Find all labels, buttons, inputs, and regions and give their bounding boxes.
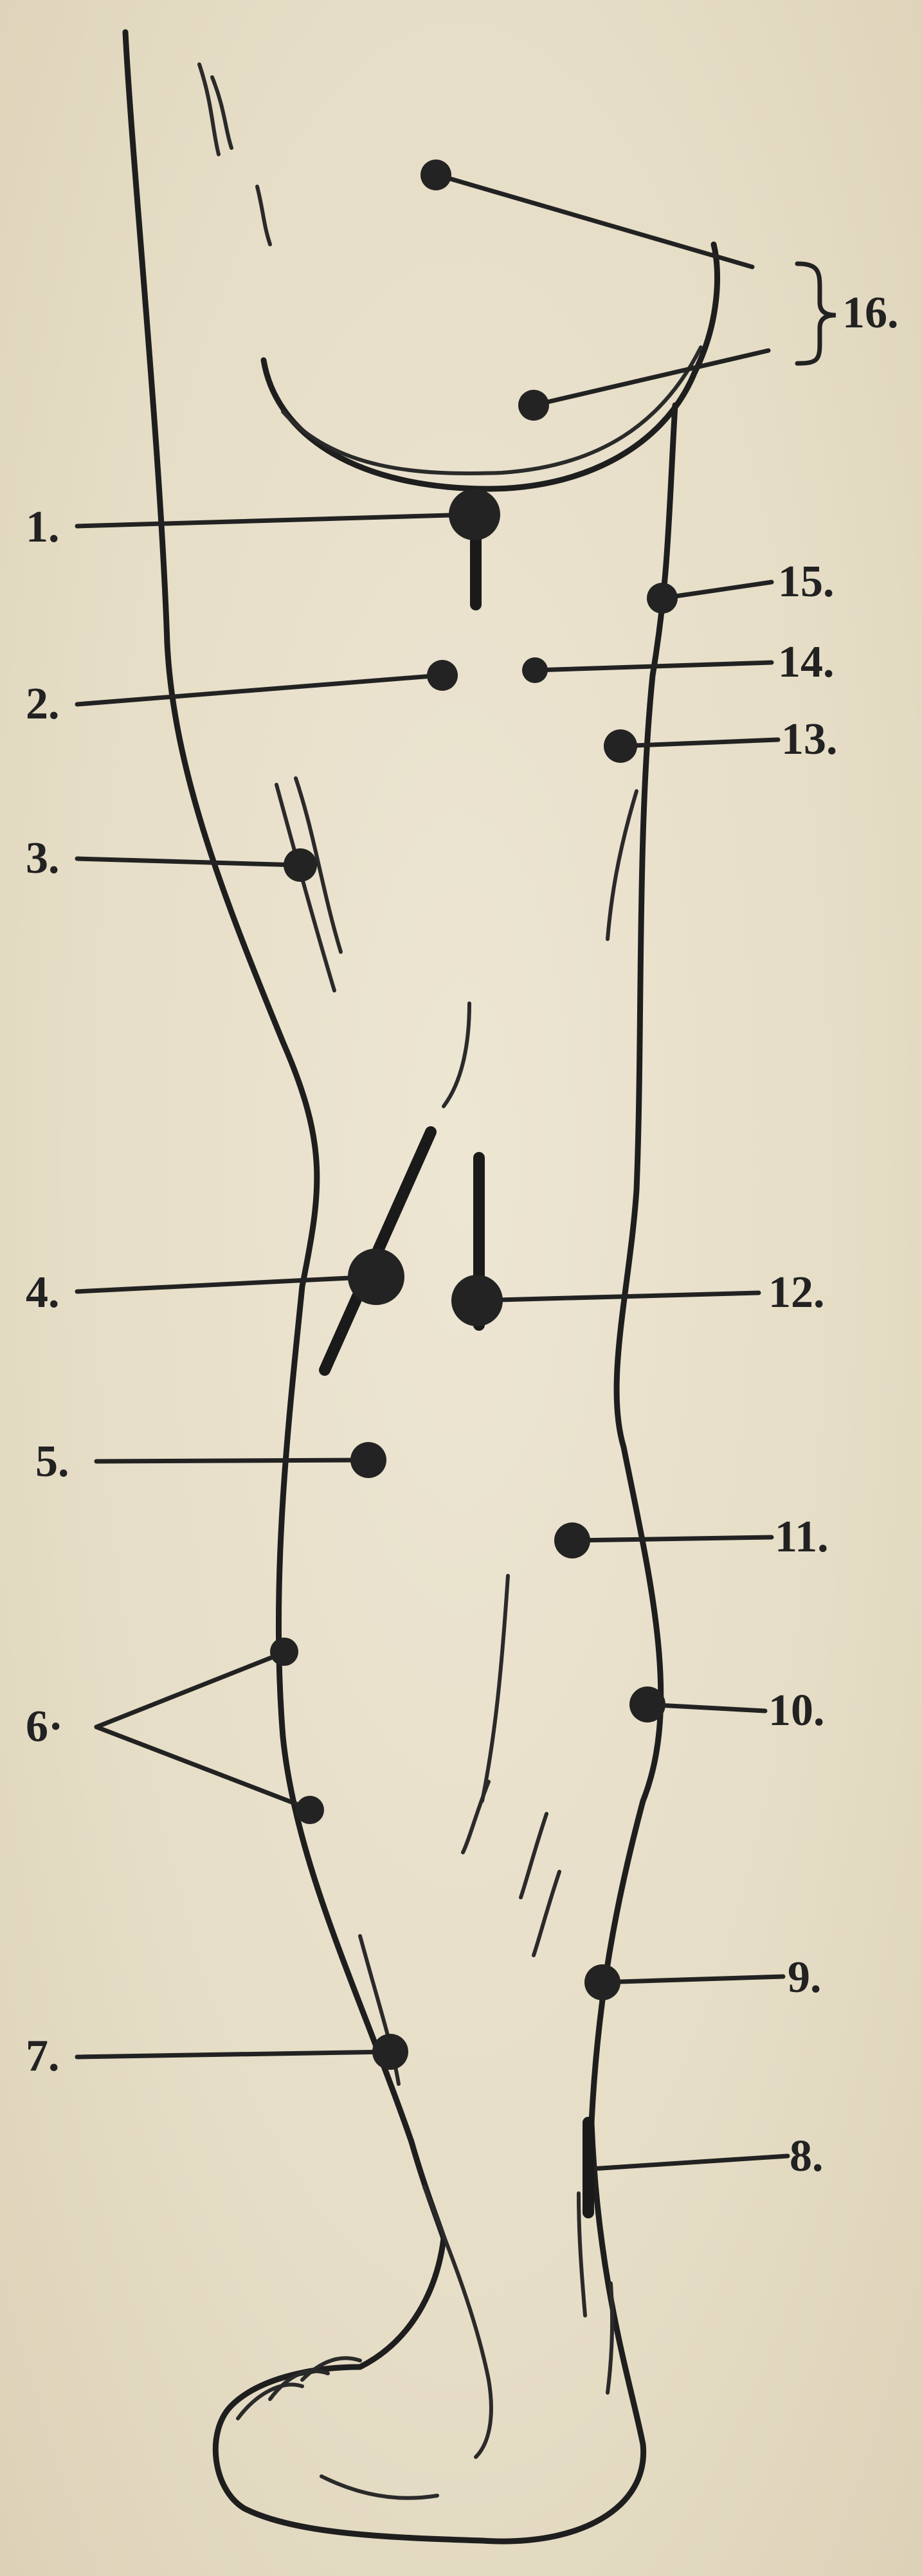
leader-3 (77, 859, 299, 865)
leader-7 (77, 2052, 389, 2057)
leader-15 (662, 582, 772, 598)
point-11 (554, 1522, 590, 1558)
label-5: 5. (35, 1439, 69, 1484)
brace-icon (797, 264, 836, 363)
leader-8 (592, 2156, 788, 2169)
point-4 (348, 1248, 404, 1305)
foot-arch (321, 2476, 437, 2498)
point-6b (296, 1796, 324, 1824)
label-1: 1. (26, 505, 60, 550)
calf-hatch-1 (482, 1576, 508, 1801)
point-5 (350, 1442, 386, 1478)
buttock-fold (264, 244, 718, 489)
calf-hatch-2 (463, 1782, 489, 1852)
label-13: 13. (781, 717, 838, 762)
leader-6a (96, 1653, 283, 1727)
label-6: 6· (26, 1704, 63, 1749)
thigh-hatch-3 (608, 791, 637, 939)
point-10 (629, 1686, 665, 1722)
point-9 (584, 1964, 620, 2000)
leader-4 (77, 1277, 374, 1292)
leader-6b (96, 1727, 309, 1809)
leader-16b (534, 351, 768, 405)
leader-11 (572, 1537, 772, 1540)
hip-hatch-1 (199, 64, 219, 154)
point-6a (270, 1638, 298, 1666)
leader-9 (601, 1977, 783, 1982)
point-14 (522, 657, 548, 683)
point-1 (449, 489, 500, 540)
achilles-line (424, 2187, 491, 2457)
label-3: 3. (26, 836, 60, 881)
point-16b (518, 390, 549, 421)
label-8: 8. (790, 2134, 824, 2179)
point-2 (427, 660, 458, 691)
leader-12 (476, 1293, 759, 1301)
label-9: 9. (788, 1955, 822, 2000)
calf-hatch-4 (534, 1872, 559, 1955)
label-7: 7. (26, 2034, 60, 2079)
leg-back-contour (125, 32, 444, 2238)
hip-hatch-3 (257, 187, 270, 244)
buttock-fold-shade (283, 347, 701, 473)
label-15: 15. (778, 560, 835, 605)
label-4: 4. (26, 1270, 60, 1315)
point-16a (420, 160, 451, 190)
label-16: 16. (842, 291, 899, 336)
label-11: 11. (775, 1515, 829, 1560)
point-12 (451, 1275, 503, 1326)
calf-hatch-3 (521, 1814, 547, 1897)
point-7 (372, 2034, 408, 2070)
leader-16a (437, 175, 752, 267)
label-14: 14. (778, 640, 835, 685)
label-10: 10. (768, 1688, 825, 1733)
leader-13 (620, 740, 778, 746)
point-13 (604, 729, 637, 763)
label-2: 2. (26, 682, 60, 727)
point-15 (647, 583, 678, 614)
point-3 (284, 848, 317, 882)
leader-1 (77, 515, 473, 526)
leader-2 (77, 675, 440, 704)
leader-5 (96, 1460, 366, 1461)
label-12: 12. (768, 1270, 825, 1315)
knee-crease (444, 1003, 469, 1106)
